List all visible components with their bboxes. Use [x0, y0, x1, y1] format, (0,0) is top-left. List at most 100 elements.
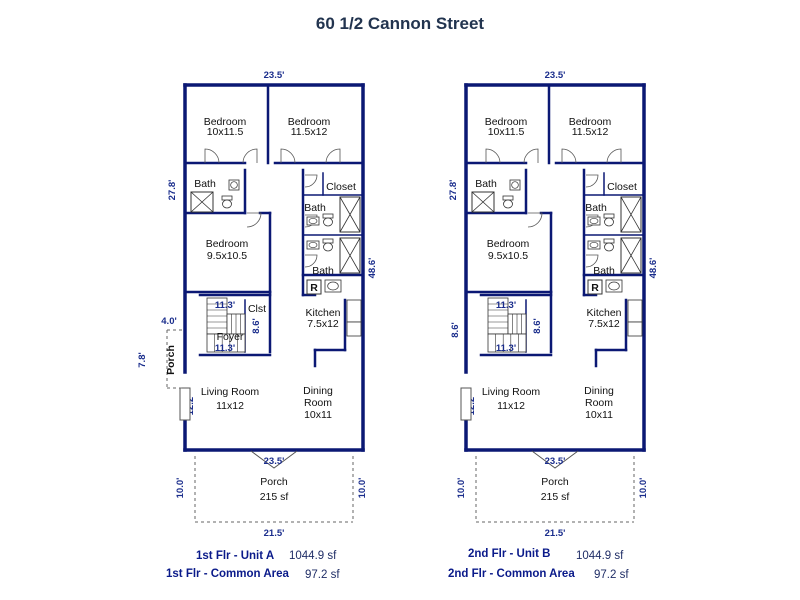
label-bath3: Bath [312, 265, 334, 277]
door-bedroom2b [325, 148, 341, 164]
sink-bath1-bowl [511, 181, 519, 189]
toilet-bath1-tank [221, 195, 233, 201]
dim-stair-side: 8.6' [251, 318, 262, 333]
door-bath3 [304, 254, 318, 268]
dishwasher [346, 299, 362, 323]
dim-porch-bottom: 21.5' [545, 528, 566, 539]
front-door-swing [250, 450, 298, 469]
toilet-bath1 [503, 199, 513, 209]
door-bedroom1 [485, 148, 501, 164]
label-clst: Clst [248, 303, 266, 315]
label-bedroom2-size: 11.5x12 [291, 126, 328, 138]
label-bath1: Bath [194, 178, 216, 190]
label-porch-size: 215 sf [260, 491, 289, 503]
sink-bath2 [587, 216, 601, 226]
side-door [460, 387, 472, 421]
shower-bath1-x2 [471, 191, 495, 213]
fridge [587, 279, 603, 295]
label-bedroom2-size: 11.5x12 [572, 126, 609, 138]
label-porch-size: 215 sf [541, 491, 570, 503]
shower-bath2-x2 [339, 196, 361, 233]
dim-stair-bottom: 11.3' [215, 343, 235, 354]
dim-side-porch-height: 7.8' [137, 352, 148, 367]
shower-bath2-x2 [620, 196, 642, 233]
door-bedroom2 [561, 148, 577, 164]
sink-bath2 [306, 216, 320, 226]
label-closet: Closet [326, 181, 356, 193]
label-bath2: Bath [304, 202, 326, 214]
kitchen-sink-bowl [327, 281, 339, 291]
door-bedroom3 [246, 212, 262, 228]
sink-bath3-bowl [589, 241, 599, 249]
sink-bath2-bowl [589, 217, 599, 225]
dim-porch-right: 10.0' [638, 478, 649, 499]
dim-front-top: 23.5' [545, 456, 566, 467]
label-dining-2: Room [304, 397, 332, 409]
label-living-room-size: 11x12 [216, 400, 244, 412]
dishwasher [627, 299, 643, 323]
shower-bath3-x2 [620, 237, 642, 274]
door-bedroom1b [242, 148, 258, 164]
label-bath3: Bath [593, 265, 615, 277]
label-living-room: Living Room [482, 386, 541, 398]
dim-stair-top: 11.3' [215, 300, 235, 311]
label-dining-2: Room [585, 397, 613, 409]
dim-porch-right: 10.0' [357, 478, 368, 499]
label-bedroom2: Bedroom [569, 116, 612, 128]
toilet-bath1 [222, 199, 232, 209]
kitchen-sink-bowl [608, 281, 620, 291]
sink-bath3-bowl [308, 241, 318, 249]
label-bath1: Bath [475, 178, 497, 190]
dim-porch-left: 10.0' [456, 478, 467, 499]
summary-unit-b-label: 2nd Flr - Unit B [468, 548, 551, 560]
toilet-bath3 [323, 242, 333, 252]
dim-top: 23.5' [264, 70, 285, 81]
label-porch: Porch [260, 476, 288, 488]
sink-bath3 [306, 240, 320, 250]
label-bedroom3-size: 9.5x10.5 [207, 250, 247, 262]
door-bedroom2 [280, 148, 296, 164]
label-kitchen-size: 7.5x12 [307, 318, 339, 330]
stair-lower [206, 333, 246, 353]
door-bath3 [585, 254, 599, 268]
front-door-swing [531, 450, 579, 469]
side-door [179, 387, 191, 421]
label-bedroom2: Bedroom [288, 116, 331, 128]
door-bedroom1 [204, 148, 220, 164]
toilet-bath2 [323, 217, 333, 227]
label-dining: Dining [584, 385, 614, 397]
label-dining-size: 10x11 [585, 409, 613, 421]
door-bedroom3 [527, 212, 543, 228]
dim-stair-side: 8.6' [450, 322, 461, 337]
toilet-bath3-tank [322, 238, 334, 244]
label-refrigerator: R [310, 282, 318, 294]
toilet-bath3-tank [603, 238, 615, 244]
label-kitchen-size: 7.5x12 [588, 318, 620, 330]
label-kitchen: Kitchen [305, 307, 340, 319]
label-bath2: Bath [585, 202, 607, 214]
door-closet [585, 174, 599, 188]
toilet-bath2-tank [322, 213, 334, 219]
label-dining-size: 10x11 [304, 409, 332, 421]
label-bedroom1-size: 10x11.5 [207, 126, 244, 138]
summary-common-a-label: 1st Flr - Common Area [166, 568, 289, 580]
fridge [306, 279, 322, 295]
label-closet: Closet [607, 181, 637, 193]
summary-unit-a-value: 1044.9 sf [289, 550, 337, 562]
door-bedroom1b [523, 148, 539, 164]
label-porch: Porch [541, 476, 569, 488]
dim-porch-left: 10.0' [175, 478, 186, 499]
dim-stair-top: 11.3' [496, 300, 516, 311]
stove [627, 321, 643, 337]
label-foyer: Foyer [217, 331, 244, 343]
dim-right: 48.6' [367, 258, 378, 279]
sink-bath1 [228, 179, 240, 191]
door-closet [304, 174, 318, 188]
shower-bath1-x2 [190, 191, 214, 213]
shower-bath3-x2 [339, 237, 361, 274]
dim-front-top: 23.5' [264, 456, 285, 467]
dim-top: 23.5' [545, 70, 566, 81]
label-kitchen: Kitchen [586, 307, 621, 319]
dim-stair-bottom: 11.3' [496, 343, 516, 354]
summary-unit-a-label: 1st Flr - Unit A [196, 550, 275, 562]
